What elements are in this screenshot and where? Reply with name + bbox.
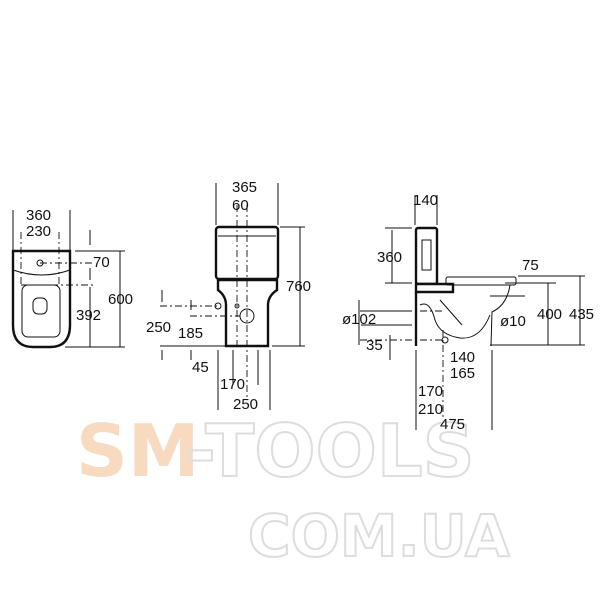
dim-250-side: 250 xyxy=(146,319,171,336)
dim-475: 475 xyxy=(440,416,465,433)
front-view: 365 60 760 250 185 45 170 250 xyxy=(146,179,311,413)
dim-392: 392 xyxy=(76,307,101,324)
dim-210: 210 xyxy=(418,401,443,418)
dim-400: 400 xyxy=(537,306,562,323)
watermark-brand: SM xyxy=(76,409,200,493)
dim-140-tank: 140 xyxy=(413,192,438,209)
top-view: 360 230 70 600 392 xyxy=(11,207,133,349)
dim-70: 70 xyxy=(93,254,110,271)
dim-185: 185 xyxy=(178,325,203,342)
dim-250-base: 250 xyxy=(233,396,258,413)
watermark-tools: -TOOLS xyxy=(186,409,475,493)
dim-35: 35 xyxy=(366,337,383,354)
dim-360-tank: 360 xyxy=(377,249,402,266)
dim-360: 360 xyxy=(26,207,51,224)
dim-230: 230 xyxy=(26,223,51,240)
dim-170: 170 xyxy=(220,376,245,393)
dim-170: 170 xyxy=(418,383,443,400)
dim-435: 435 xyxy=(569,306,594,323)
dim-140: 140 xyxy=(450,349,475,366)
dim-365: 365 xyxy=(232,179,257,196)
dim-60: 60 xyxy=(232,197,249,214)
watermark-domain: COM.UA xyxy=(248,502,510,570)
dim-inlet-diameter: ø10 xyxy=(500,313,526,330)
dim-45: 45 xyxy=(192,359,209,376)
dim-600: 600 xyxy=(108,291,133,308)
watermark: SM -TOOLS COM.UA xyxy=(76,408,511,571)
dim-outlet-diameter: ø102 xyxy=(342,311,376,328)
dim-760: 760 xyxy=(286,278,311,295)
side-view: 140 360 75 400 435 ø102 ø10 35 140 165 1… xyxy=(342,192,594,433)
dim-75: 75 xyxy=(522,257,539,274)
dim-165: 165 xyxy=(450,365,475,382)
